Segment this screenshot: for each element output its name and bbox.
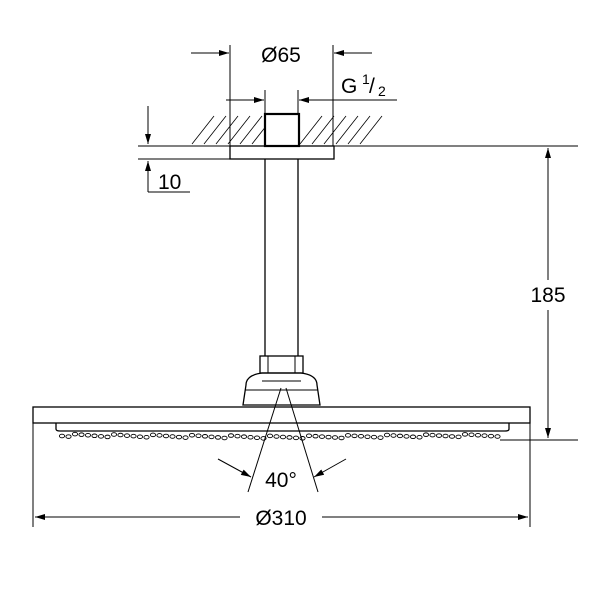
ceiling-flange: [229, 145, 335, 160]
head-diameter-dimension: Ø310: [32, 423, 531, 530]
nozzles: [58, 431, 501, 441]
ceiling-hatch: [191, 115, 383, 145]
flange-thickness-label: 10: [158, 171, 181, 194]
height-label: 185: [530, 284, 565, 307]
spray-angle-label: 40°: [265, 469, 297, 492]
flange-diameter-dimension: Ø65: [191, 44, 372, 146]
spray-angle-dimension: 40°: [217, 387, 347, 493]
thread-numerator: 1: [362, 71, 370, 87]
ball-joint: [242, 355, 321, 406]
flange-diameter-label: Ø65: [261, 44, 301, 67]
thread-dimension: G 1 / 2: [226, 71, 397, 114]
thread-slash: /: [369, 75, 375, 98]
shower-head-plate: [32, 406, 531, 424]
shower-head-face: [55, 423, 510, 432]
flange-thickness-dimension: 10: [145, 106, 190, 194]
head-diameter-label: Ø310: [255, 507, 306, 530]
thread-label: G: [341, 75, 357, 98]
thread-denominator: 2: [378, 83, 386, 99]
thread-fitting: [263, 112, 301, 148]
height-dimension: 185: [500, 148, 578, 441]
